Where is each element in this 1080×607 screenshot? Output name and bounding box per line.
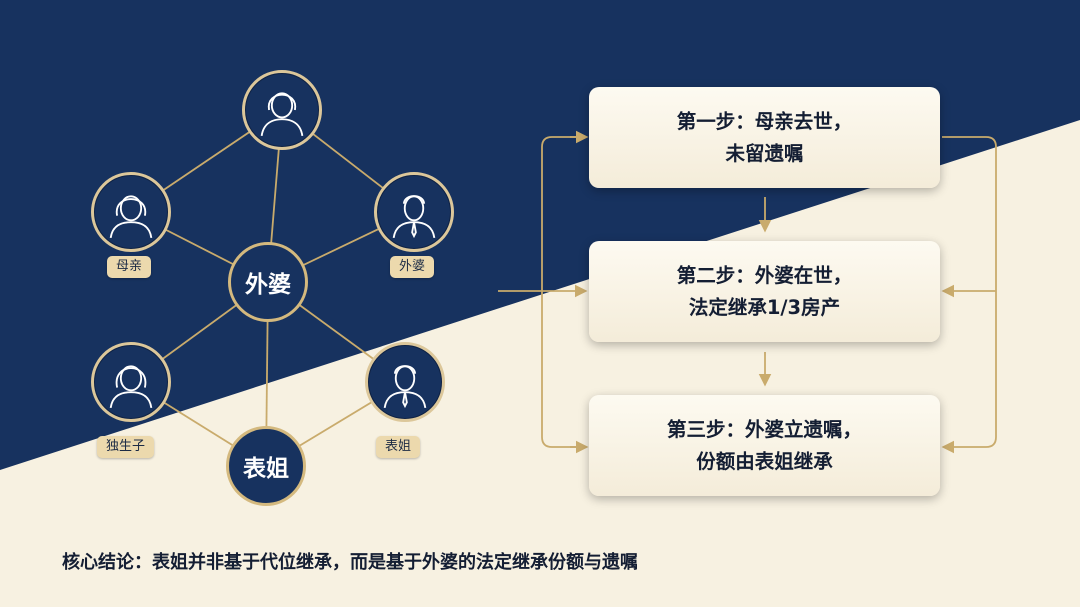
man-icon (392, 195, 436, 239)
step-3-line2: 份额由表姐继承 (696, 449, 833, 473)
tag-only-child: 独生子 (97, 436, 155, 458)
step-3-box: 第三步：外婆立遗嘱， 份额由表姐继承 (589, 395, 940, 496)
tag-grandma: 外婆 (390, 256, 435, 278)
woman-icon (109, 195, 153, 239)
center-node: 外婆 (228, 242, 308, 322)
avatar-grandma (374, 172, 454, 252)
avatar-only-child (91, 342, 171, 422)
tag-cousin: 表姐 (376, 436, 421, 458)
step-2-box: 第二步：外婆在世， 法定继承1/3房产 (589, 241, 940, 342)
avatar-mother (91, 172, 171, 252)
avatar-top (242, 70, 322, 150)
person-icon (260, 92, 304, 137)
avatar-cousin (365, 342, 445, 422)
tag-mother: 母亲 (107, 256, 152, 278)
step-1-line2: 未留遗嘱 (725, 141, 804, 165)
step-3-line1: 第三步：外婆立遗嘱， (666, 417, 862, 441)
woman-icon (109, 365, 153, 409)
bottom-node: 表姐 (226, 426, 306, 506)
step-2-line2: 法定继承1/3房产 (688, 295, 841, 319)
man-icon (383, 365, 427, 409)
right-bracket (941, 136, 997, 454)
step-1-box: 第一步：母亲去世， 未留遗嘱 (589, 87, 940, 188)
conclusion-text: 核心结论：表姐并非基于代位继承，而是基于外婆的法定继承份额与遗嘱 (62, 552, 638, 573)
step-1-line1: 第一步：母亲去世， (676, 109, 853, 133)
step-2-line1: 第二步：外婆在世， (676, 263, 853, 287)
left-bracket (541, 136, 585, 448)
